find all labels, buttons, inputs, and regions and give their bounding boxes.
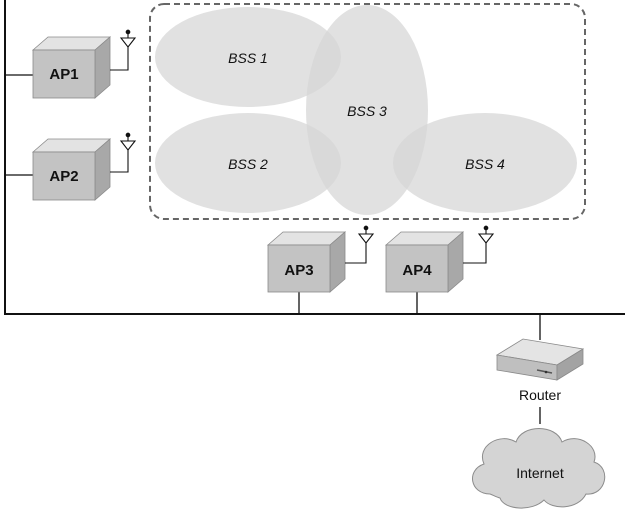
bss-3-label: BSS 3 <box>347 103 387 119</box>
bss-areas <box>155 5 577 215</box>
bss-2-label: BSS 2 <box>228 156 268 172</box>
ap4-label: AP4 <box>402 262 432 279</box>
ap1-device: AP1 <box>31 29 137 99</box>
ap4-device: AP4 <box>384 225 495 293</box>
bss-1-label: BSS 1 <box>228 50 268 66</box>
ap3-label: AP3 <box>284 262 313 279</box>
ess-boundary <box>149 3 586 220</box>
bss-1-area <box>155 7 341 107</box>
ap3-device: AP3 <box>266 225 375 293</box>
bss-4-area <box>393 113 577 213</box>
bss-2-area <box>155 113 341 213</box>
ap2-label: AP2 <box>49 168 78 185</box>
ap-links <box>5 74 541 424</box>
internet-cloud-icon <box>472 428 606 509</box>
ap4-antenna-icon <box>463 225 495 264</box>
bss-4-label: BSS 4 <box>465 156 505 172</box>
ap2-device: AP2 <box>31 132 137 201</box>
ap3-antenna-icon <box>345 225 375 264</box>
backbone <box>4 0 625 315</box>
router-icon <box>495 338 585 381</box>
ap1-antenna-icon <box>110 29 137 71</box>
ap1-label: AP1 <box>49 66 78 83</box>
router-label: Router <box>519 387 561 403</box>
internet-label: Internet <box>516 465 564 481</box>
ap2-antenna-icon <box>110 132 137 173</box>
